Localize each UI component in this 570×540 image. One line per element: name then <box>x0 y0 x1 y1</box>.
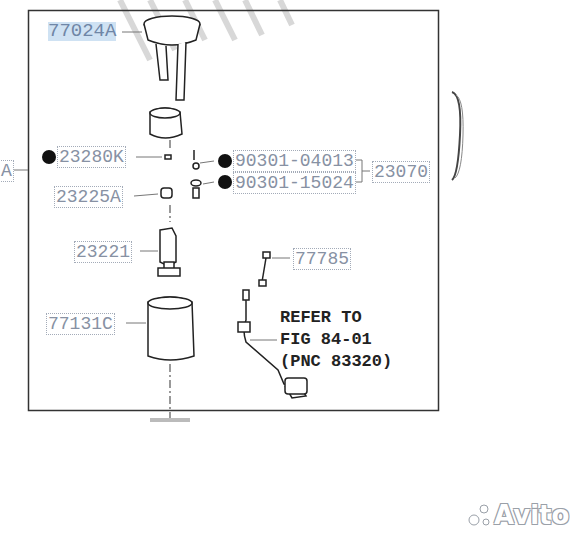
part-number: 77785 <box>295 250 349 268</box>
part-number: 77131C <box>48 315 113 333</box>
reference-note: (PNC 83320) <box>280 353 392 370</box>
leader-lines <box>122 32 370 340</box>
figure-frame <box>29 11 439 411</box>
reference-note: REFER TO <box>280 309 362 326</box>
leader-line <box>14 170 28 171</box>
center-line <box>169 140 170 420</box>
part-number: A <box>1 162 12 180</box>
avito-logo <box>469 505 489 525</box>
part-number: 23225A <box>56 188 121 206</box>
part-number: 90301-15024 <box>235 174 354 192</box>
gasket-edge <box>455 95 463 178</box>
cut-edge <box>150 418 190 422</box>
part-number: 77024A <box>48 22 116 41</box>
gasket-edge <box>452 92 460 180</box>
reference-note: FIG 84-01 <box>280 331 372 348</box>
watermark: Avito <box>494 502 569 528</box>
part-number: 90301-04013 <box>235 152 354 170</box>
part-number: 23070 <box>374 163 428 181</box>
part-number: 23280K <box>59 148 124 166</box>
part-number: 23221 <box>76 243 130 261</box>
watermark-stripes <box>120 0 292 60</box>
